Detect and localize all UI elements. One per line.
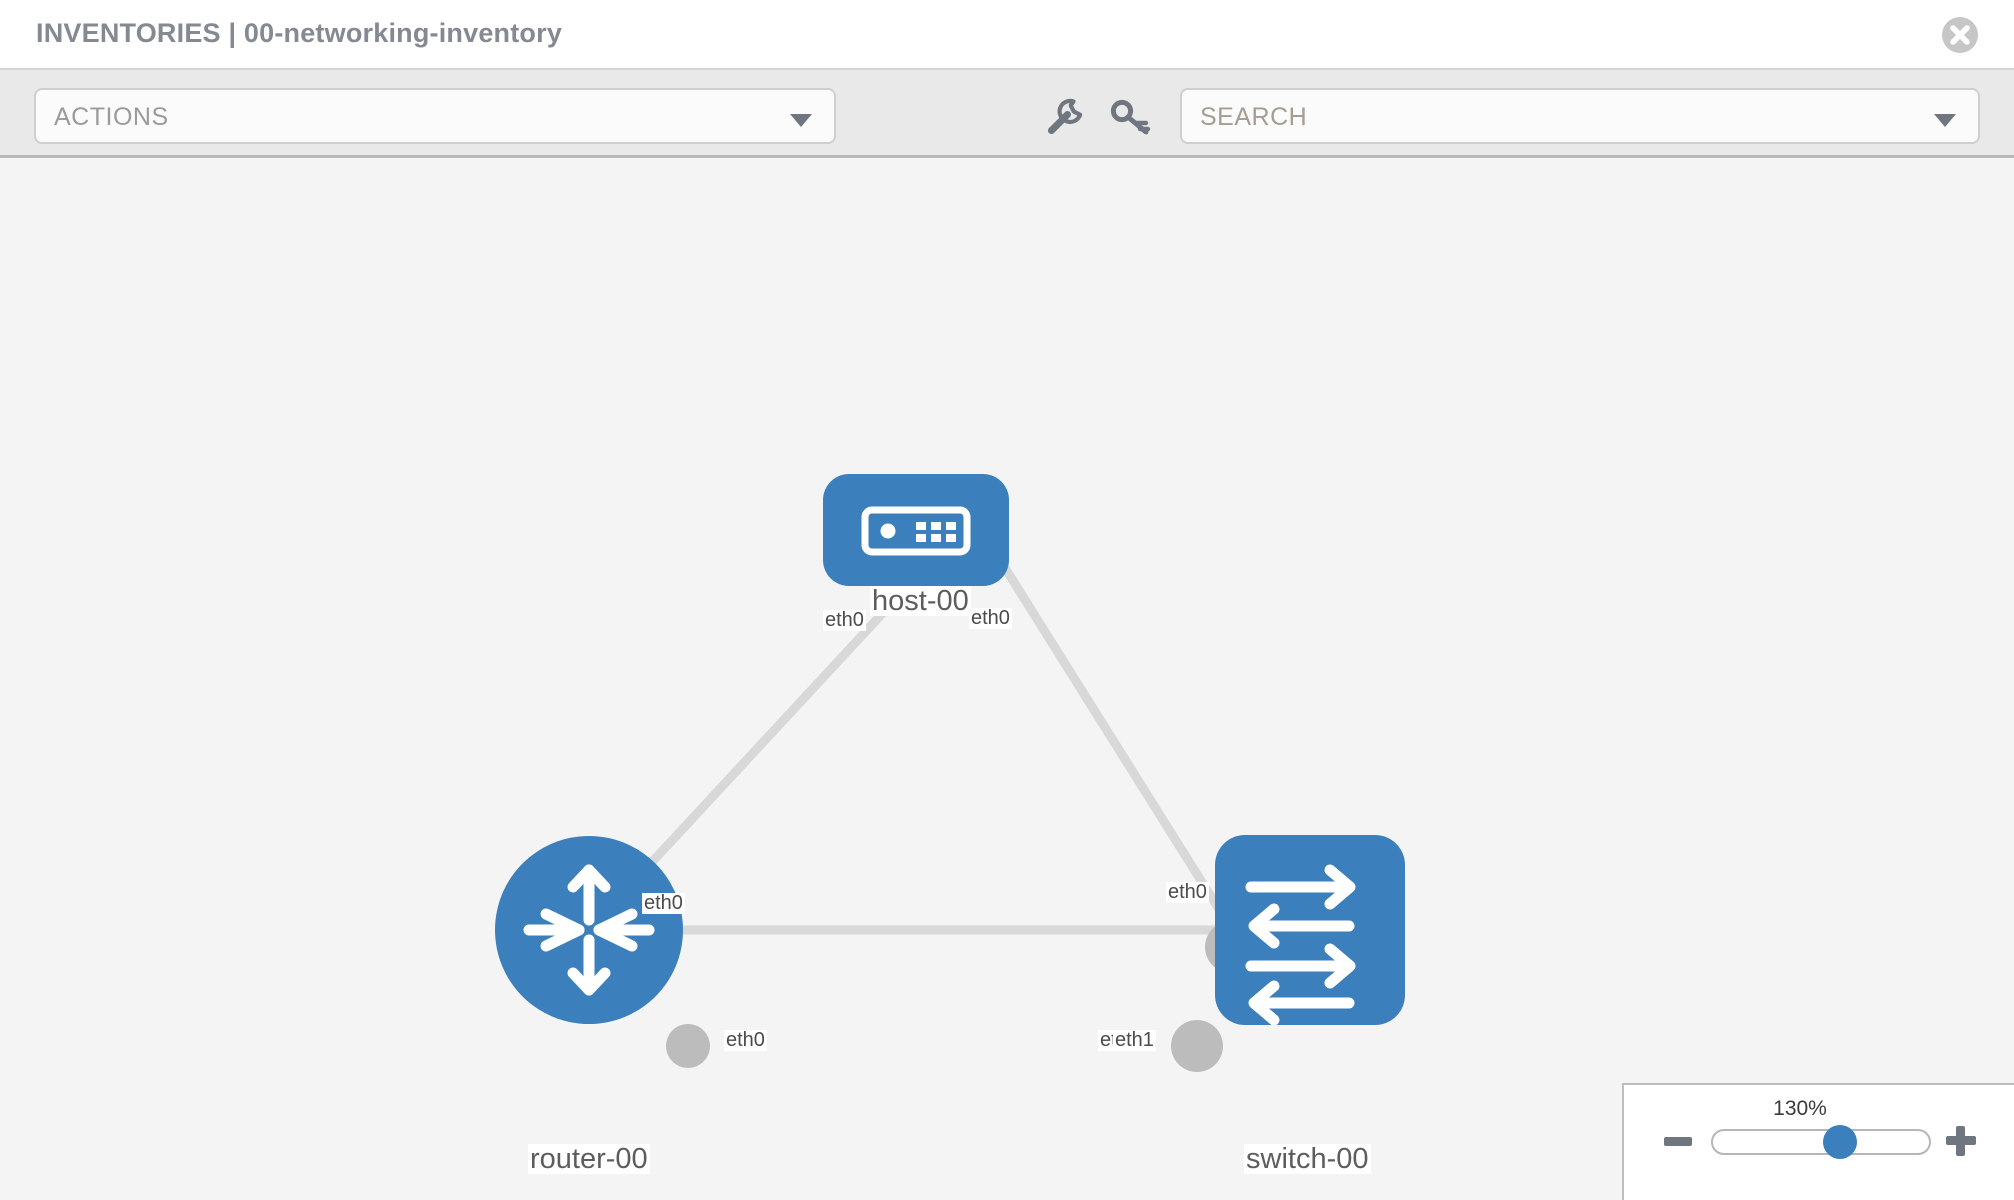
- node-label-router: router-00: [528, 1143, 650, 1175]
- edge-label-host-left: eth0: [823, 609, 866, 631]
- toolbar: ACTIONS SEARCH: [0, 68, 2014, 158]
- node-router-00: [495, 836, 683, 1024]
- edge-label-router-north: eth0: [642, 892, 685, 914]
- edge-label-host-right: eth0: [969, 607, 1012, 629]
- key-icon[interactable]: [1106, 92, 1154, 140]
- page-header: INVENTORIES | 00-networking-inventory: [0, 0, 2014, 68]
- actions-dropdown[interactable]: ACTIONS: [34, 88, 836, 144]
- node-switch-00: [1215, 835, 1405, 1026]
- zoom-control-panel: 130%: [1622, 1083, 2014, 1200]
- edge-label-router-east: eth0: [724, 1029, 767, 1051]
- node-label-host: host-00: [870, 585, 971, 617]
- chevron-down-icon: [790, 114, 812, 127]
- server-icon: [861, 506, 971, 556]
- search-placeholder: SEARCH: [1200, 103, 1308, 131]
- edge-label-switch-north: eth0: [1166, 881, 1209, 903]
- chevron-down-icon[interactable]: [1934, 114, 1956, 127]
- actions-dropdown-label: ACTIONS: [54, 103, 169, 131]
- zoom-out-button[interactable]: [1664, 1137, 1692, 1146]
- edge-label-switch-west: eth1: [1113, 1029, 1156, 1051]
- topology-canvas[interactable]: host-00 router-00 switch-00 eth0 eth0 et…: [0, 158, 2014, 1200]
- wrench-icon[interactable]: [1040, 92, 1088, 140]
- search-input[interactable]: SEARCH: [1180, 88, 1980, 144]
- zoom-percent-label: 130%: [1773, 1097, 1827, 1120]
- node-label-switch: switch-00: [1244, 1143, 1371, 1175]
- node-host-00: [823, 474, 1009, 586]
- connector-switch-west: [1171, 1020, 1223, 1072]
- zoom-in-button[interactable]: [1946, 1126, 1976, 1156]
- close-icon[interactable]: [1938, 13, 1982, 57]
- zoom-slider-thumb[interactable]: [1822, 1125, 1857, 1159]
- zoom-slider-track[interactable]: [1711, 1129, 1931, 1155]
- page-title: INVENTORIES | 00-networking-inventory: [36, 18, 563, 48]
- switch-arrows-icon: [1245, 864, 1356, 1026]
- router-arrows-icon: [523, 864, 655, 996]
- link-host-switch: [996, 557, 1236, 933]
- connector-router-east: [666, 1024, 710, 1068]
